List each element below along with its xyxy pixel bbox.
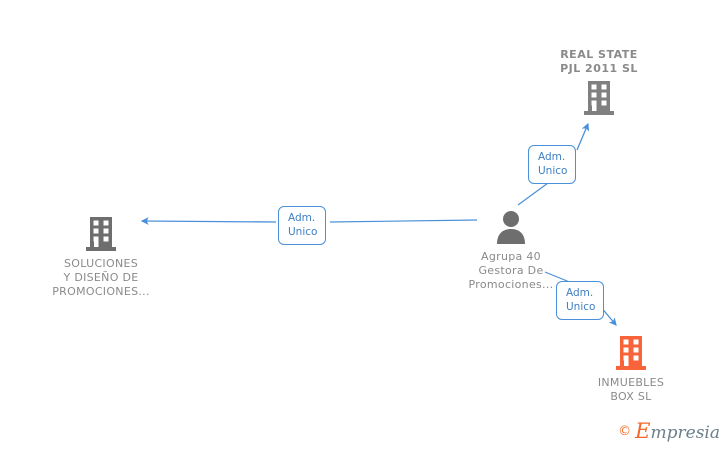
copyright-icon: © xyxy=(618,424,632,439)
node-label-agrupa-40: Agrupa 40 Gestora De Promociones... xyxy=(468,250,554,291)
building-icon xyxy=(556,334,706,374)
relation-chip-soluciones[interactable]: Adm. Unico xyxy=(278,206,327,245)
relation-chip-real-state[interactable]: Adm. Unico xyxy=(528,145,577,184)
node-real-state-pjl[interactable]: REAL STATE PJL 2011 SL xyxy=(524,48,674,119)
node-inmuebles-box[interactable]: INMUEBLES BOX SL xyxy=(556,334,706,404)
brand-rest: mpresia xyxy=(650,423,721,443)
building-icon xyxy=(26,215,176,255)
person-icon xyxy=(436,208,586,248)
building-icon xyxy=(524,79,674,119)
brand-logo: Empresia xyxy=(635,421,720,442)
node-label-real-state-pjl: REAL STATE PJL 2011 SL xyxy=(560,48,638,75)
empresia-watermark: © Empresia xyxy=(618,421,720,442)
node-label-soluciones-diseno: SOLUCIONES Y DISEÑO DE PROMOCIONES... xyxy=(52,257,150,298)
node-soluciones-diseno[interactable]: SOLUCIONES Y DISEÑO DE PROMOCIONES... xyxy=(26,215,176,299)
relation-chip-inmuebles[interactable]: Adm. Unico xyxy=(556,281,605,320)
node-agrupa-40[interactable]: Agrupa 40 Gestora De Promociones... xyxy=(436,208,586,292)
brand-initial: E xyxy=(635,419,651,443)
node-label-inmuebles-box: INMUEBLES BOX SL xyxy=(597,376,665,403)
